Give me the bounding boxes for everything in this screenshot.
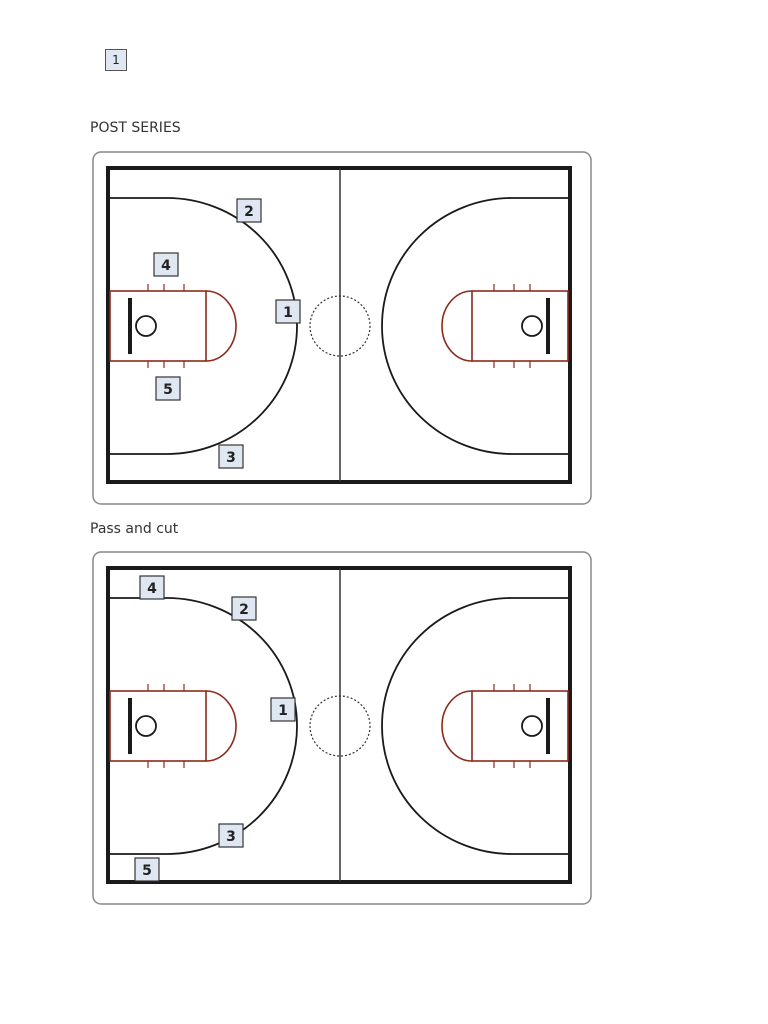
court-boundary (106, 566, 572, 884)
player-marker-3: 3 (218, 823, 244, 848)
free-throw-arc-left (205, 290, 237, 362)
svg-text:4: 4 (161, 258, 171, 274)
diagram-title-pass-and-cut: Pass and cut (90, 521, 179, 537)
player-marker-3: 3 (218, 444, 244, 469)
player-marker-2: 2 (236, 198, 262, 223)
player-marker-2: 2 (231, 596, 257, 621)
hoop-left (135, 315, 157, 337)
hoop-left (135, 715, 157, 737)
svg-text:3: 3 (226, 450, 236, 466)
key-right (471, 690, 569, 762)
svg-text:5: 5 (142, 863, 152, 879)
svg-text:1: 1 (278, 703, 288, 719)
free-throw-arc-right (441, 690, 473, 762)
court-diagram-post-series: 1 2 3 4 5 (92, 151, 592, 505)
free-throw-arc-right (441, 290, 473, 362)
diagram-title-post-series: POST SERIES (90, 120, 181, 136)
center-circle (309, 295, 371, 357)
court-boundary (106, 166, 572, 484)
svg-text:1: 1 (283, 305, 293, 321)
svg-text:4: 4 (147, 581, 157, 597)
player-marker-5: 5 (134, 857, 160, 882)
player-marker-5: 5 (155, 376, 181, 401)
key-right (471, 290, 569, 362)
svg-text:2: 2 (239, 602, 249, 618)
court-svg: 1 2 3 4 5 (92, 151, 592, 505)
key-left (109, 290, 207, 362)
center-circle (309, 695, 371, 757)
three-point-arc-right (381, 597, 568, 855)
court-svg: 1 2 3 4 5 (92, 551, 592, 905)
key-left (109, 690, 207, 762)
hoop-right (521, 315, 543, 337)
free-throw-arc-left (205, 690, 237, 762)
three-point-arc-left (110, 197, 298, 455)
hoop-right (521, 715, 543, 737)
court-diagram-pass-and-cut: 1 2 3 4 5 (92, 551, 592, 905)
player-marker-1: 1 (270, 697, 296, 722)
page-number: 1 (105, 49, 127, 71)
svg-text:5: 5 (163, 382, 173, 398)
svg-text:2: 2 (244, 204, 254, 220)
player-marker-4: 4 (139, 575, 165, 600)
three-point-arc-right (381, 197, 568, 455)
player-marker-1: 1 (275, 299, 301, 324)
svg-text:3: 3 (226, 829, 236, 845)
player-marker-4: 4 (153, 252, 179, 277)
